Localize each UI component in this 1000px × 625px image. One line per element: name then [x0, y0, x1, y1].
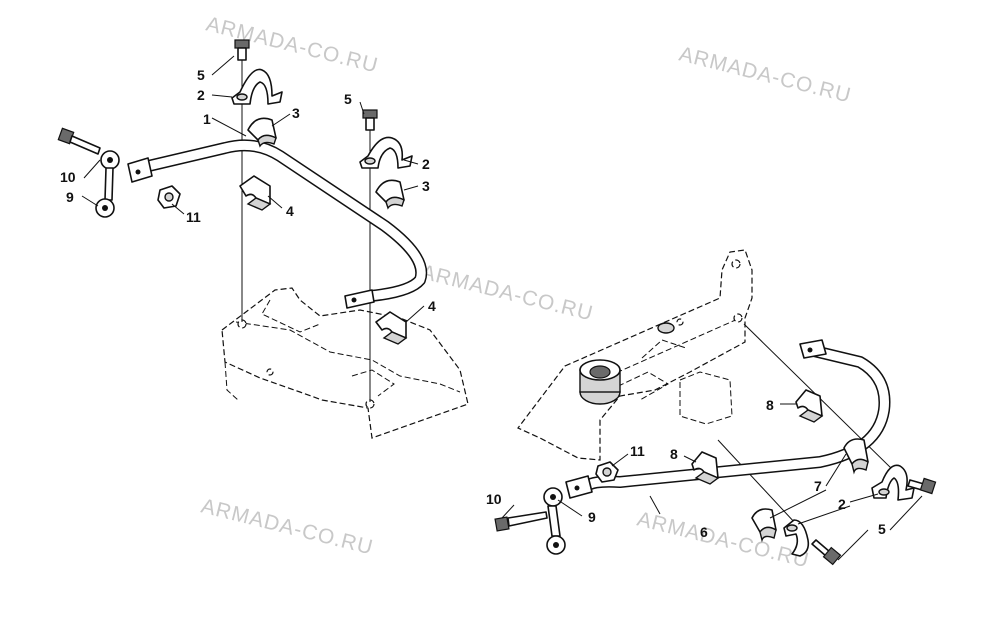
rear-bushing-8-lower — [691, 451, 720, 485]
front-callout-2b: 2 — [422, 156, 430, 172]
rear-clamp-upper — [871, 464, 915, 501]
front-callout-1: 1 — [203, 111, 211, 127]
front-link-9 — [95, 150, 120, 218]
rear-nut-11 — [595, 461, 619, 483]
front-bushing-4-right — [375, 311, 408, 345]
front-bolt-left — [234, 39, 250, 61]
rear-callouts: 8 8 7 2 5 6 10 9 11 — [486, 397, 886, 540]
rear-callout-11: 11 — [630, 443, 645, 459]
rear-bushing-7-lower — [751, 508, 777, 543]
rear-bolt-10 — [494, 511, 548, 532]
front-callout-11: 11 — [186, 209, 201, 225]
front-callout-5b: 5 — [344, 91, 352, 107]
rear-shock-mount — [579, 322, 675, 405]
rear-callout-8b: 8 — [670, 446, 678, 462]
watermark-4: ARMADA-CO.RU — [199, 495, 376, 560]
rear-bushing-8-upper — [795, 389, 824, 423]
rear-bolt-upper — [907, 477, 937, 495]
front-callout-4b: 4 — [428, 298, 436, 314]
rear-leaders — [501, 403, 923, 561]
watermarks: ARMADA-CO.RU ARMADA-CO.RU ARMADA-CO.RU A… — [199, 13, 854, 573]
rear-bushing-7-upper — [843, 438, 869, 475]
front-callout-9: 9 — [66, 189, 74, 205]
front-leaders — [81, 55, 425, 323]
rear-callout-5: 5 — [878, 521, 886, 537]
rear-clamp-lower — [783, 519, 810, 557]
front-bushing-3-right — [375, 179, 405, 210]
front-callout-3b: 3 — [422, 178, 430, 194]
front-bolt-right — [362, 109, 378, 131]
front-callout-10: 10 — [60, 169, 76, 185]
rear-guide-line-2 — [717, 439, 797, 525]
front-callout-3a: 3 — [292, 105, 300, 121]
rear-callout-10: 10 — [486, 491, 502, 507]
front-bolt-10 — [57, 127, 101, 155]
front-stabilizer-bar — [127, 139, 428, 309]
watermark-2: ARMADA-CO.RU — [677, 43, 854, 108]
front-bushing-4-left — [239, 175, 272, 211]
rear-callout-8a: 8 — [766, 397, 774, 413]
front-callout-4a: 4 — [286, 203, 294, 219]
rear-callout-2: 2 — [838, 496, 846, 512]
rear-link-9 — [543, 487, 566, 555]
rear-frame-bracket — [517, 249, 753, 461]
watermark-5: ARMADA-CO.RU — [635, 508, 812, 573]
rear-callout-7: 7 — [814, 478, 822, 494]
rear-callout-6: 6 — [700, 524, 708, 540]
front-callouts: 1 5 2 3 4 5 2 3 4 10 9 11 — [60, 67, 436, 314]
front-callout-2a: 2 — [197, 87, 205, 103]
watermark-1: ARMADA-CO.RU — [204, 13, 381, 78]
watermark-3: ARMADA-CO.RU — [419, 261, 596, 326]
front-clamp-left — [231, 68, 283, 105]
front-clamp-right — [359, 136, 413, 169]
rear-callout-9: 9 — [588, 509, 596, 525]
front-bushing-3-left — [247, 117, 277, 148]
front-callout-5a: 5 — [197, 67, 205, 83]
rear-bolt-lower — [811, 539, 842, 566]
front-nut-11 — [157, 185, 181, 209]
